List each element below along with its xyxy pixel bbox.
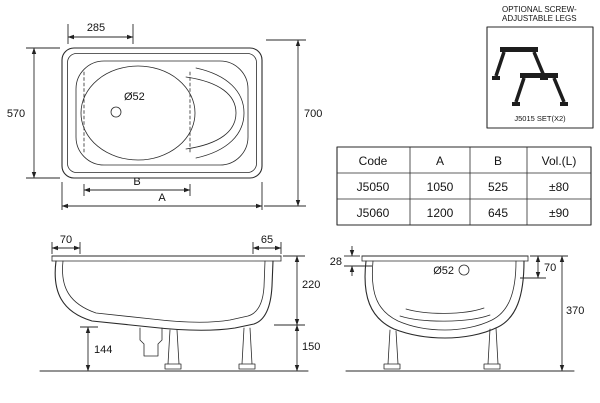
dim-28-label: 28 bbox=[330, 256, 342, 268]
tub-inner-profile bbox=[371, 260, 517, 331]
table-border bbox=[336, 146, 592, 226]
dim-B-label: B bbox=[133, 176, 140, 188]
cell-a: 1050 bbox=[427, 180, 454, 194]
tub-wall-top bbox=[75, 60, 249, 166]
drain-diameter-label: Ø52 bbox=[433, 265, 454, 277]
leg-edge bbox=[241, 327, 245, 365]
end-elevation-view: Ø52 28 70 370 bbox=[330, 246, 584, 372]
tub-outer-profile bbox=[364, 260, 525, 339]
dim-70-right-label: 70 bbox=[544, 262, 556, 274]
side-elevation-view: 70 65 220 150 144 bbox=[39, 234, 320, 372]
basin-bottom-line bbox=[405, 307, 485, 314]
tub-leg bbox=[164, 329, 182, 370]
table-header-vol: Vol.(L) bbox=[542, 154, 577, 168]
cell-code: J5050 bbox=[357, 180, 390, 194]
leg-edge bbox=[249, 327, 253, 365]
leg-strut bbox=[552, 77, 566, 103]
legs-set-label: J5015 SET(X2) bbox=[514, 114, 566, 123]
tub-seat-inner-edge bbox=[185, 76, 237, 150]
cell-a: 1200 bbox=[427, 206, 454, 220]
leg-edge bbox=[487, 328, 491, 365]
legs-title-line2: ADJUSTABLE LEGS bbox=[502, 14, 577, 23]
dim-570-label: 570 bbox=[7, 108, 25, 120]
drain-hole bbox=[458, 264, 470, 276]
drain-trap bbox=[139, 327, 163, 357]
tub-leg bbox=[238, 327, 256, 370]
basin-bottom-line bbox=[399, 314, 491, 322]
dim-285-label: 285 bbox=[87, 22, 105, 34]
leg-edge bbox=[176, 329, 180, 365]
leg-foot bbox=[164, 363, 182, 370]
legs-box bbox=[486, 26, 594, 129]
leg-bar bbox=[500, 47, 538, 52]
cell-vol: ±80 bbox=[549, 180, 569, 194]
cell-b: 525 bbox=[488, 180, 508, 194]
dim-700-label: 700 bbox=[304, 108, 322, 120]
table-header-code: Code bbox=[359, 154, 388, 168]
table-row: J5060 1200 645 ±90 bbox=[357, 206, 570, 220]
optional-legs-panel: OPTIONAL SCREW- ADJUSTABLE LEGS J5015 SE… bbox=[486, 5, 594, 129]
leg-foot bbox=[483, 363, 501, 370]
tub-leg bbox=[383, 329, 401, 370]
dim-65-label: 65 bbox=[261, 234, 273, 246]
table-header-a: A bbox=[436, 154, 444, 168]
leg-foot bbox=[383, 363, 401, 370]
adjustable-legs-illustration bbox=[492, 47, 568, 106]
leg-foot bbox=[512, 102, 520, 106]
spec-table: Code A B Vol.(L) J5050 1050 525 ±80 J506… bbox=[336, 146, 592, 226]
leg-strut bbox=[494, 51, 506, 77]
leg-strut bbox=[514, 77, 526, 103]
tub-outer-rim bbox=[61, 47, 263, 179]
tub-outer-profile bbox=[54, 260, 274, 331]
cell-code: J5060 bbox=[357, 206, 390, 220]
dim-150-label: 150 bbox=[302, 341, 320, 353]
tub-seat-outer-edge bbox=[195, 67, 245, 159]
leg-bar bbox=[520, 73, 558, 78]
dim-A-label: A bbox=[158, 192, 166, 204]
leg-edge bbox=[395, 330, 399, 365]
leg-foot bbox=[560, 102, 568, 106]
tub-inner-rim bbox=[67, 53, 257, 173]
dim-70-label: 70 bbox=[60, 234, 72, 246]
leg-edge bbox=[167, 329, 171, 365]
tub-inner-profile bbox=[62, 260, 266, 323]
legs-title-line1: OPTIONAL SCREW- bbox=[502, 5, 577, 14]
drain-hole bbox=[110, 106, 122, 118]
tub-leg bbox=[483, 327, 501, 370]
leg-edge bbox=[387, 329, 391, 365]
cell-vol: ±90 bbox=[549, 206, 569, 220]
leg-strut bbox=[532, 51, 546, 77]
cell-b: 645 bbox=[488, 206, 508, 220]
table-row: J5050 1050 525 ±80 bbox=[357, 180, 570, 194]
tub-basin bbox=[80, 65, 196, 161]
drain-diameter-label: Ø52 bbox=[124, 91, 145, 103]
plan-view: Ø52 285 570 700 B A bbox=[7, 22, 322, 210]
leg-foot bbox=[238, 363, 256, 370]
dim-370-label: 370 bbox=[566, 305, 584, 317]
leg-foot bbox=[492, 76, 500, 80]
table-header-b: B bbox=[494, 154, 502, 168]
dim-144-label: 144 bbox=[94, 344, 112, 356]
leg-edge bbox=[495, 327, 499, 365]
dim-220-label: 220 bbox=[302, 279, 320, 291]
